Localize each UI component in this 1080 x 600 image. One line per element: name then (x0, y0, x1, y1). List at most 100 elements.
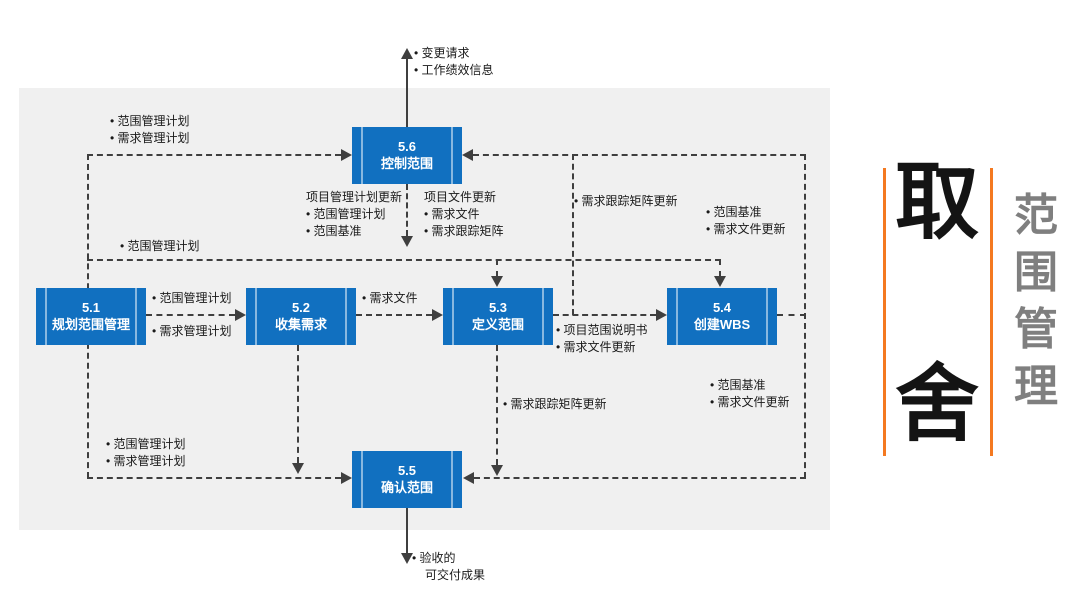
vertical-title-char: 管 (1014, 305, 1058, 354)
box-left-band (255, 288, 257, 345)
label-line: 项目文件更新 (424, 190, 497, 204)
process-name: 控制范围 (380, 155, 433, 171)
flow-line-52-to-53 (356, 314, 432, 316)
arrowhead-into-54-icon (656, 309, 667, 321)
label-line: • 范围管理计划 (110, 114, 190, 128)
flow-line-into-53-top (496, 259, 498, 277)
arrowhead-into-55-left-icon (341, 472, 352, 484)
flow-line-53-down (496, 345, 498, 465)
flow-line-into-54-top (719, 259, 721, 277)
box-right-band (135, 288, 137, 345)
process-name: 收集需求 (274, 316, 327, 332)
label-accepted-deliverables: • 验收的 可交付成果 (412, 550, 485, 584)
box-left-band (676, 288, 678, 345)
process-box-5-2: 5.2 收集需求 (246, 288, 356, 345)
process-number: 5.6 (397, 138, 417, 154)
label-52-to-53: • 需求文件 (362, 290, 418, 307)
label-line: • 需求文件 (424, 206, 480, 221)
box-left-band (452, 288, 454, 345)
label-plans-into-56: • 范围管理计划 • 需求管理计划 (110, 113, 190, 147)
flow-line-middle (87, 259, 721, 261)
flow-line-mid-vertical (572, 154, 574, 315)
label-line: • 需求跟踪矩阵 (424, 223, 504, 238)
label-line: • 范围基准 (306, 223, 362, 238)
process-number: 5.3 (488, 299, 508, 315)
accent-line-left (883, 168, 886, 456)
accent-line-right (990, 168, 993, 456)
box-right-band (345, 288, 347, 345)
label-plans-into-55: • 范围管理计划 • 需求管理计划 (106, 436, 186, 470)
label-line: 可交付成果 (425, 567, 486, 582)
box-left-band (361, 451, 363, 508)
process-box-5-5: 5.5 确认范围 (352, 451, 462, 508)
label-baseline-updates-right: • 范围基准 • 需求文件更新 (706, 204, 786, 238)
process-number: 5.2 (291, 299, 311, 315)
arrowhead-into-52-icon (235, 309, 246, 321)
box-left-band (361, 127, 363, 184)
output-line-56-up (406, 56, 408, 127)
box-right-band (451, 127, 453, 184)
label-line: • 需求跟踪矩阵更新 (574, 194, 678, 208)
box-left-band (45, 288, 47, 345)
label-line: • 范围基准 (706, 205, 762, 219)
big-char-trade: 取 (894, 155, 979, 249)
flow-line-bottom-right (474, 477, 806, 479)
box-right-band (542, 288, 544, 345)
label-51-to-52-bottom: • 需求管理计划 (152, 323, 232, 340)
process-name: 创建WBS (693, 316, 751, 332)
process-box-5-3: 5.3 定义范围 (443, 288, 553, 345)
process-name: 确认范围 (380, 479, 433, 495)
process-box-5-1: 5.1 规划范围管理 (36, 288, 146, 345)
process-name: 定义范围 (471, 316, 524, 332)
label-rtm-update-bottom: • 需求跟踪矩阵更新 (503, 396, 607, 413)
arrowhead-up-icon (401, 48, 413, 59)
label-line: • 范围管理计划 (106, 437, 186, 451)
label-54-outputs: • 范围基准 • 需求文件更新 (710, 377, 790, 411)
flow-line-54-right (777, 314, 806, 316)
label-pm-plan-updates: 项目管理计划更新 • 范围管理计划 • 范围基准 (306, 189, 402, 239)
label-line: • 范围管理计划 (152, 291, 232, 305)
vertical-title-char: 围 (1014, 248, 1058, 297)
process-box-5-6: 5.6 控制范围 (352, 127, 462, 184)
label-line: • 需求文件 (362, 291, 418, 305)
vertical-title-char: 范 (1014, 191, 1058, 240)
label-line: • 需求管理计划 (152, 324, 232, 338)
label-line: • 需求管理计划 (110, 130, 190, 145)
arrowhead-56-down-icon (401, 236, 413, 247)
big-char-off: 舍 (894, 357, 979, 451)
label-line: • 变更请求 (414, 46, 470, 60)
label-line: • 需求跟踪矩阵更新 (503, 397, 607, 411)
label-scope-plan-middle: • 范围管理计划 (120, 238, 200, 255)
process-number: 5.1 (81, 299, 101, 315)
arrowhead-into-53-icon (432, 309, 443, 321)
label-51-to-52-top: • 范围管理计划 (152, 290, 232, 307)
label-line: • 需求文件更新 (556, 339, 636, 354)
label-line: • 范围管理计划 (306, 206, 386, 221)
flow-line-53-to-54 (553, 314, 656, 316)
label-project-doc-updates: 项目文件更新 • 需求文件 • 需求跟踪矩阵 (424, 189, 504, 239)
label-line: • 范围基准 (710, 378, 766, 392)
arrowhead-down-bottom-icon (401, 553, 413, 564)
output-line-55-down (406, 508, 408, 554)
label-rtm-update-right: • 需求跟踪矩阵更新 (574, 193, 678, 210)
arrowhead-into-53-top-icon (491, 276, 503, 287)
process-box-5-4: 5.4 创建WBS (667, 288, 777, 345)
flow-line-bottom-left (87, 477, 341, 479)
arrowhead-into-54-top-icon (714, 276, 726, 287)
flow-line-52-down (297, 345, 299, 463)
flow-line-top-left (87, 154, 341, 156)
label-line: • 需求文件更新 (706, 221, 786, 236)
label-line: • 项目范围说明书 (556, 323, 648, 337)
arrowhead-into-56-left-icon (341, 149, 352, 161)
box-right-band (451, 451, 453, 508)
process-name: 规划范围管理 (51, 316, 130, 332)
box-right-band (766, 288, 768, 345)
label-line: • 范围管理计划 (120, 239, 200, 253)
label-line: • 需求管理计划 (106, 453, 186, 468)
label-line: • 需求文件更新 (710, 394, 790, 409)
flow-line-51-to-52 (146, 314, 235, 316)
flow-line-right-vertical (804, 154, 806, 478)
label-line: 项目管理计划更新 (306, 190, 403, 204)
arrowhead-53-down-icon (491, 465, 503, 476)
